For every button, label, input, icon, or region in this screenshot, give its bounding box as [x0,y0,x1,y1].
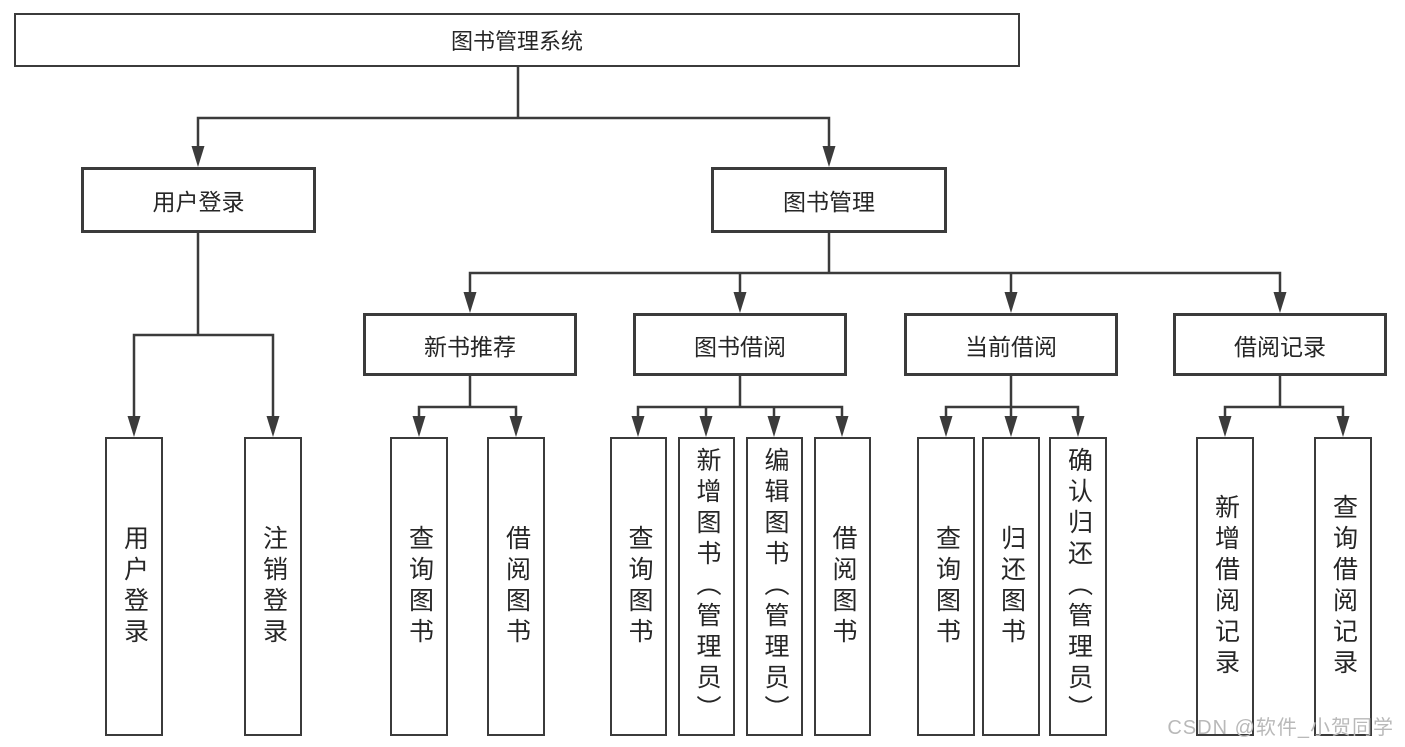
leaf-recommend-borrow-books: 借阅图书 [487,437,545,736]
arrowhead-icon [1336,416,1350,437]
node-new-book-recommend: 新书推荐 [363,313,577,376]
arrowhead-icon [412,416,426,437]
connector-root-to-level2 [196,65,831,152]
arrowhead-icon [1004,416,1018,437]
connector-records-to-leaves [1223,374,1345,422]
leaf-current-query-books: 查询图书 [917,437,975,736]
node-user-login: 用户登录 [81,167,316,233]
csdn-watermark: CSDN @软件_小贺同学 [1167,717,1394,739]
connector-books-to-level3 [468,231,1282,298]
leaf-borrow-borrow-books: 借阅图书 [814,437,871,736]
connector-current-to-leaves [944,374,1080,422]
connector-borrow-to-leaves [636,374,844,422]
leaf-borrow-query-books: 查询图书 [610,437,667,736]
connector-recommend-to-leaves [417,374,518,422]
leaf-records-add-record: 新增借阅记录 [1196,437,1254,736]
arrowhead-icon [509,416,523,437]
arrowhead-icon [631,416,645,437]
node-borrow-records: 借阅记录 [1173,313,1387,376]
node-current-borrow: 当前借阅 [904,313,1118,376]
arrowhead-icon [1071,416,1085,437]
arrowhead-icon [266,416,280,437]
arrowhead-icon [822,146,836,167]
arrowhead-icon [767,416,781,437]
node-root-system: 图书管理系统 [14,13,1020,67]
arrowhead-icon [939,416,953,437]
leaf-borrow-add-books-admin: 新增图书（管理员） [678,437,735,736]
leaf-logout: 注销登录 [244,437,302,736]
arrowhead-icon [1218,416,1232,437]
leaf-recommend-query-books: 查询图书 [390,437,448,736]
leaf-user-login: 用户登录 [105,437,163,736]
arrowhead-icon [835,416,849,437]
arrowhead-icon [1273,292,1287,313]
arrowhead-icon [463,292,477,313]
leaf-borrow-edit-books-admin: 编辑图书（管理员） [746,437,803,736]
arrowhead-icon [127,416,141,437]
connector-user-to-leaves [132,231,275,422]
leaf-current-confirm-return-admin: 确认归还（管理员） [1049,437,1107,736]
arrowhead-icon [733,292,747,313]
leaf-current-return-books: 归还图书 [982,437,1040,736]
node-book-borrow: 图书借阅 [633,313,847,376]
arrowhead-icon [191,146,205,167]
arrowhead-icon [1004,292,1018,313]
arrowhead-icon [699,416,713,437]
leaf-records-query-record: 查询借阅记录 [1314,437,1372,736]
arrowheads [127,146,1350,437]
node-book-management: 图书管理 [711,167,947,233]
